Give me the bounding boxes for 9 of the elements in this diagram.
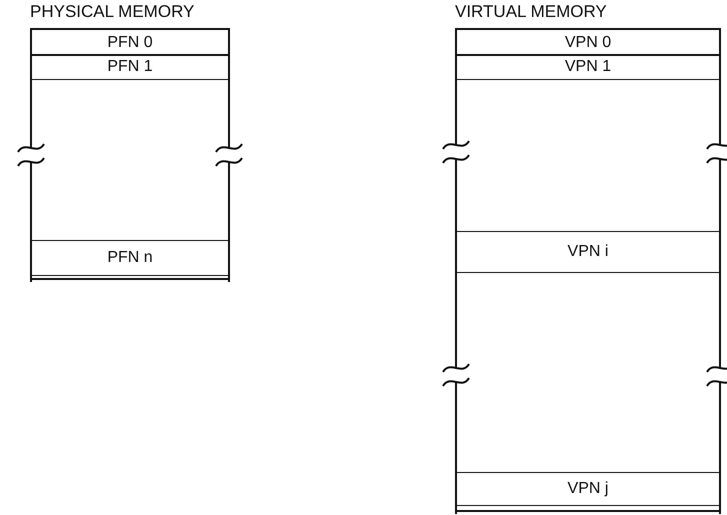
column-heading: PHYSICAL MEMORY [30, 2, 194, 22]
memory-page-slot: PFN n [30, 240, 230, 276]
column-heading: VIRTUAL MEMORY [455, 2, 607, 22]
memory-page-slot: PFN 0 [30, 30, 230, 56]
memory-page-slot: PFN 1 [30, 54, 230, 80]
memory-page-slot: VPN j [455, 472, 721, 506]
memory-page-slot: VPN i [455, 231, 721, 273]
memory-page-slot: VPN 1 [455, 54, 721, 80]
memory-page-slot: VPN 0 [455, 30, 721, 56]
